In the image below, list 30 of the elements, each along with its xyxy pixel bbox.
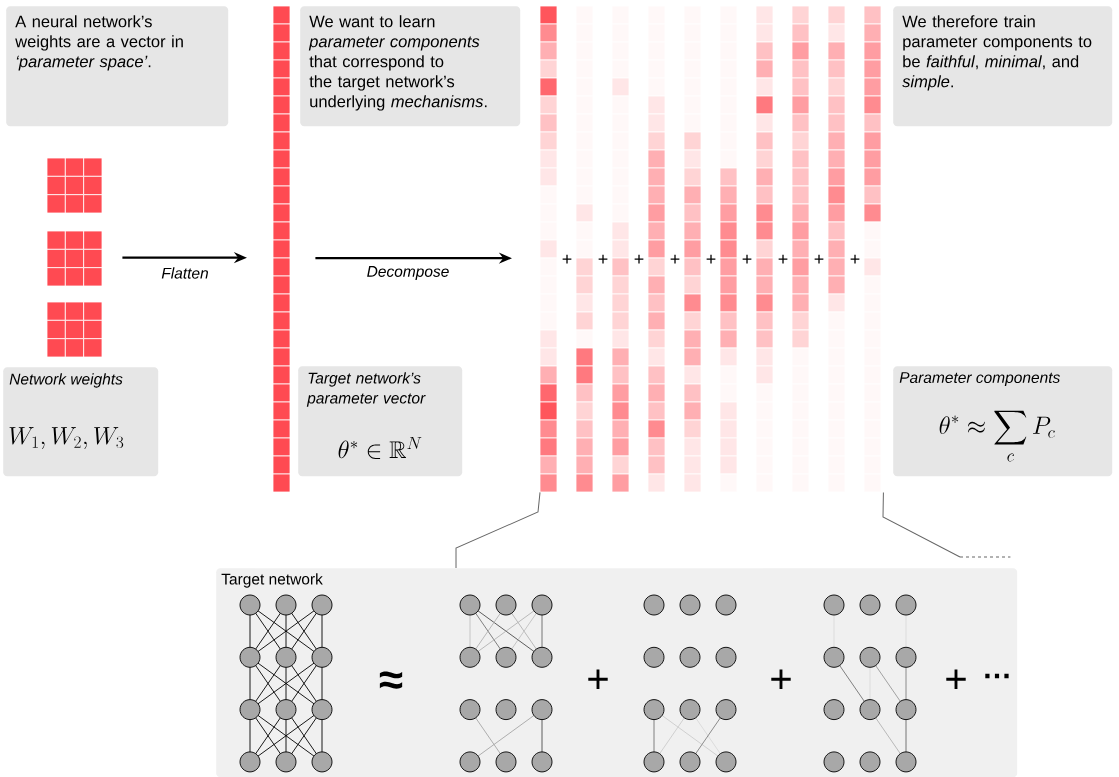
plus-sign: + (742, 254, 752, 264)
text-box: A neural network’s weights are a vector in ‘parameter space’. (6, 6, 229, 127)
plus-sign: + (850, 254, 860, 264)
plus-sign: + (562, 254, 572, 264)
plus-sign: + (706, 254, 716, 264)
caption-box: Target network’s parameter vector $\theta^* \in \mathbb{R}^N$ (298, 366, 463, 477)
text-box: We want to learn parameter components that correspond to the target network’s underlying mechanisms. (300, 6, 521, 127)
caption-box: Parameter components $\theta^* \approx \sum_c P_c$ (893, 366, 1113, 477)
network-drawing (823, 594, 917, 773)
edge-label: Flatten (160, 266, 210, 280)
plus-sign: + (814, 254, 824, 264)
text-box: We therefore train parameter components to be faithful, minimal, and simple. (893, 6, 1113, 127)
plus-sign: + (588, 669, 608, 690)
component-columns-drawing (539, 5, 882, 493)
caption-box: Network weights $W_1, W_2, W_3$ (3, 367, 159, 477)
ellipsis: … (985, 673, 1009, 679)
vector-drawing (272, 5, 291, 493)
network-drawing (459, 594, 553, 773)
weight-matrices-drawing (46, 157, 103, 358)
plus-sign: + (778, 254, 788, 264)
network-drawing (239, 594, 333, 773)
leader-line (455, 491, 541, 569)
plus-sign: + (598, 254, 608, 264)
network-drawing (643, 594, 737, 773)
plus-sign: + (634, 254, 644, 264)
plus-sign: + (771, 669, 791, 690)
leader-line (882, 491, 1011, 558)
plus-sign: + (670, 254, 680, 264)
approx-sign: ≈ (379, 671, 403, 689)
edge-label: Decompose (365, 265, 451, 281)
